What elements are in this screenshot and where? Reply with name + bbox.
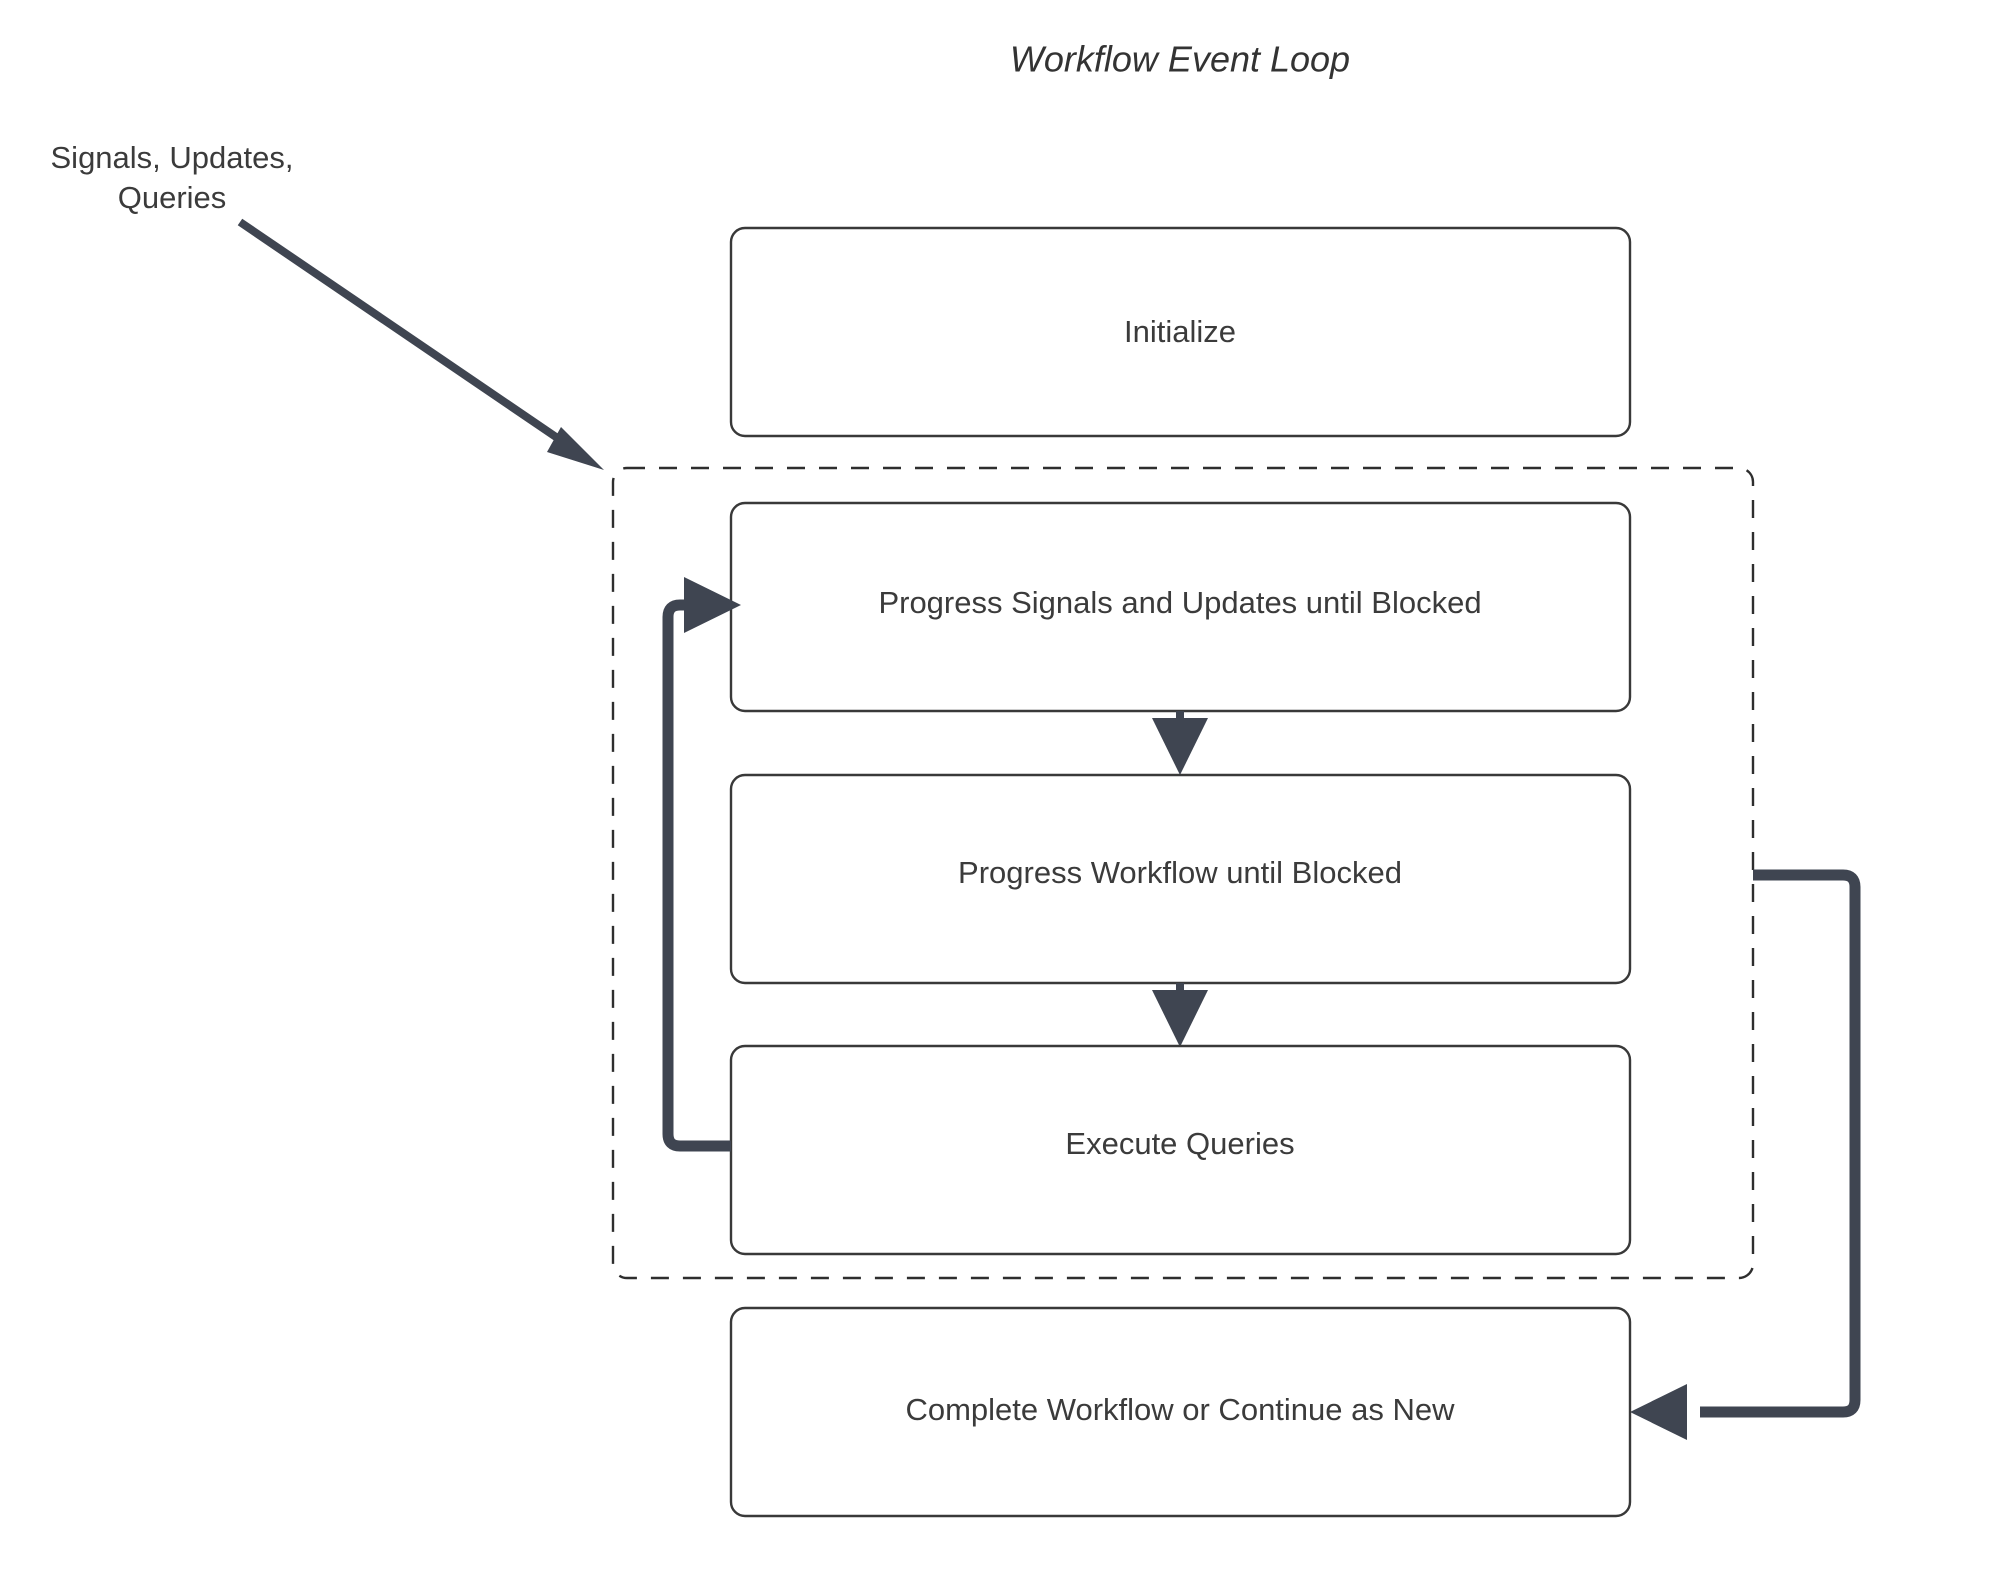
node-complete-workflow-shape (729, 1306, 1632, 1518)
event-loop-dashed-container (611, 466, 1755, 1280)
node-execute-queries-label: Execute Queries (1065, 1126, 1294, 1161)
page-title: Workflow Event Loop (1010, 39, 1350, 80)
edge-signals-to-loop-group (237, 218, 604, 470)
node-progress-signals[interactable]: Progress Signals and Updates until Block… (729, 501, 1632, 713)
node-initialize-shape (729, 226, 1632, 438)
node-initialize[interactable]: Initialize (729, 226, 1632, 438)
node-complete-workflow[interactable]: Complete Workflow or Continue as New (729, 1306, 1632, 1518)
edge-workflow-to-queries-arrow (1152, 983, 1208, 1047)
node-execute-queries[interactable]: Execute Queries (729, 1044, 1632, 1256)
node-progress-workflow-label: Progress Workflow until Blocked (958, 855, 1402, 890)
external-input-label-line1: Signals, Updates, (51, 140, 294, 175)
node-progress-workflow[interactable]: Progress Workflow until Blocked (729, 773, 1632, 985)
edge-queries-loopback (662, 577, 741, 1152)
node-initialize-label: Initialize (1124, 314, 1236, 349)
node-complete-workflow-label: Complete Workflow or Continue as New (905, 1392, 1455, 1427)
node-progress-signals-label: Progress Signals and Updates until Block… (878, 585, 1481, 620)
edge-signals-to-workflow-arrow (1152, 711, 1208, 775)
external-input-label-line2: Queries (118, 180, 227, 215)
edge-loop-to-complete (1630, 869, 1861, 1440)
